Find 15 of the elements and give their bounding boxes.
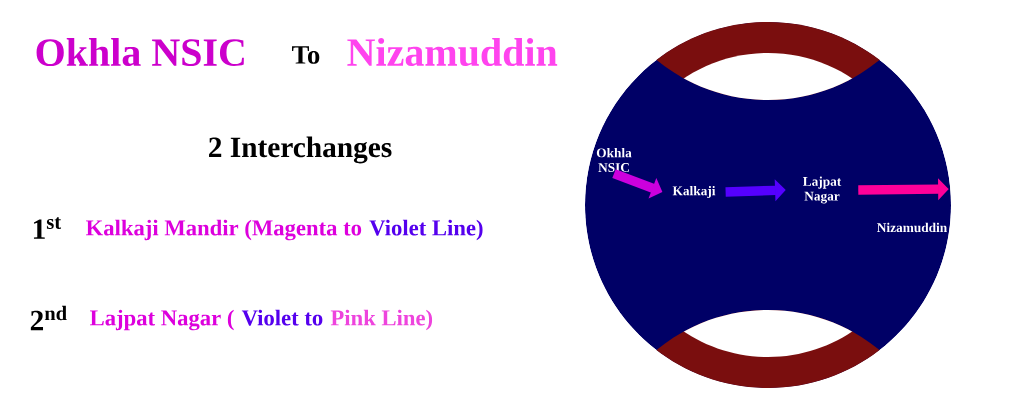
title-text: Nizamuddin — [347, 37, 558, 67]
interchange-text: Violet to — [241, 309, 323, 326]
interchange-text: 1$^{st}$ — [33, 217, 62, 239]
station-label: Lajpat Nagar — [802, 176, 842, 204]
interchange-text: Lajpat Nagar ( — [90, 309, 234, 331]
station-label: Nizamuddin — [877, 222, 947, 233]
station-label: Kalkaji — [672, 185, 716, 199]
title-text: To — [292, 46, 320, 64]
station-label: Okhla NSIC — [596, 147, 632, 172]
title-text: Okhla NSIC — [36, 37, 244, 67]
interchange-text: Pink Line) — [330, 309, 433, 331]
interchange-text: 2 Interchanges — [209, 136, 392, 164]
interchange-text: Violet Line) — [369, 219, 483, 241]
interchange-text: Kalkaji Mandir (Magenta to — [86, 219, 362, 241]
interchange-text: 2$^{nd}$ — [30, 305, 67, 331]
